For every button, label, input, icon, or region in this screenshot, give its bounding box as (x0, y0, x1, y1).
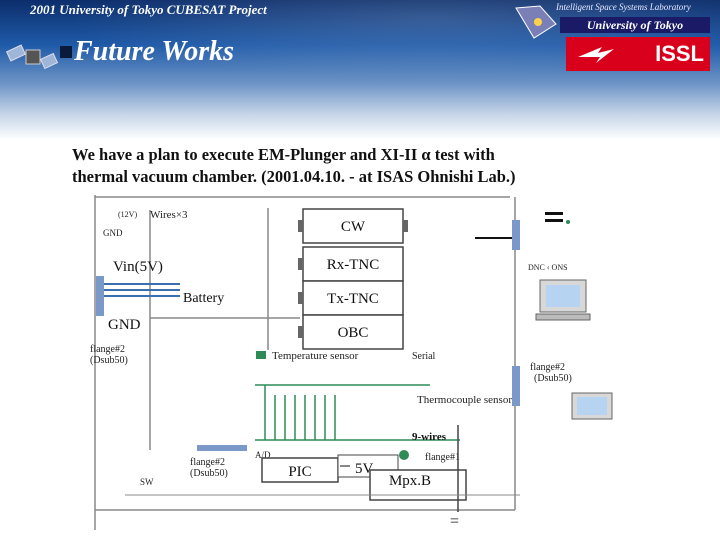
serial-label: Serial (412, 351, 436, 362)
flange-left-sub: (Dsub50) (90, 355, 128, 366)
battery-wires (100, 283, 180, 297)
computer-top-icon (535, 279, 591, 321)
lab-name: Intelligent Space Systems Laboratory (556, 2, 691, 12)
mpx-label: Mpx.B (389, 473, 431, 489)
satellite-icon (5, 44, 59, 70)
gnd-small-label: GND (103, 228, 123, 238)
module-boxes: CW Rx-TNC Tx-TNC OBC (302, 208, 404, 350)
computer-bottom-icon (571, 392, 613, 420)
sensor-wires (255, 384, 460, 441)
module-obc: OBC (338, 325, 369, 341)
flange-left-label: flange#2 (90, 344, 125, 355)
title-bullet (60, 46, 72, 58)
issl-logo: ISSL (566, 37, 710, 71)
project-title: 2001 University of Tokyo CUBESAT Project (30, 2, 267, 17)
vin-label: Vin(5V) (113, 259, 163, 275)
wires-label: Wires×3 (150, 209, 188, 221)
flange-top-connector (512, 220, 520, 250)
sw-label: SW (140, 477, 154, 487)
wires-num-label: (12V) (118, 210, 137, 219)
temperature-sensor-label: Temperature sensor (272, 350, 359, 362)
flange1-label: flange#1 (425, 452, 460, 463)
module-rx-tnc: Rx-TNC (327, 257, 380, 273)
thermocouple-label: Thermocouple sensor (417, 394, 512, 406)
ad-label: A/D (255, 450, 271, 460)
intro-line-1: We have a plan to execute EM-Plunger and… (72, 145, 495, 164)
gnd-label: GND (108, 317, 141, 333)
module-cw: CW (341, 219, 366, 235)
power-supply-icon (545, 212, 570, 224)
flange-bottom-sub: (Dsub50) (190, 468, 228, 479)
lab-logo-satellite-icon (515, 5, 557, 39)
dnc-label: DNC ‹ ONS (528, 263, 568, 272)
mpx-sensor-icon (399, 450, 409, 460)
battery-label: Battery (183, 291, 224, 306)
flange-left-connector (96, 276, 104, 316)
issl-arrow-icon (578, 47, 614, 63)
intro-text: We have a plan to execute EM-Plunger and… (72, 144, 692, 188)
flange-bottom-connector (197, 445, 247, 451)
flange-right-label: flange#2 (530, 362, 565, 373)
module-tx-tnc: Tx-TNC (327, 291, 379, 307)
intro-line-2: thermal vacuum chamber. (2001.04.10. - a… (72, 167, 516, 186)
temperature-sensor-icon (256, 351, 266, 359)
flange-right-connector (512, 366, 520, 406)
page-title: Future Works (74, 36, 235, 67)
five-v-label: 5V (355, 461, 374, 477)
university-name: University of Tokyo (560, 17, 710, 33)
pic-label: PIC (288, 464, 311, 480)
flange-bottom-label: flange#2 (190, 457, 225, 468)
ground-symbol-icon: = (450, 513, 459, 530)
nine-wires-label: 9-wires (412, 431, 447, 443)
issl-logo-text: ISSL (655, 41, 704, 66)
flange-right-sub: (Dsub50) (534, 373, 572, 384)
